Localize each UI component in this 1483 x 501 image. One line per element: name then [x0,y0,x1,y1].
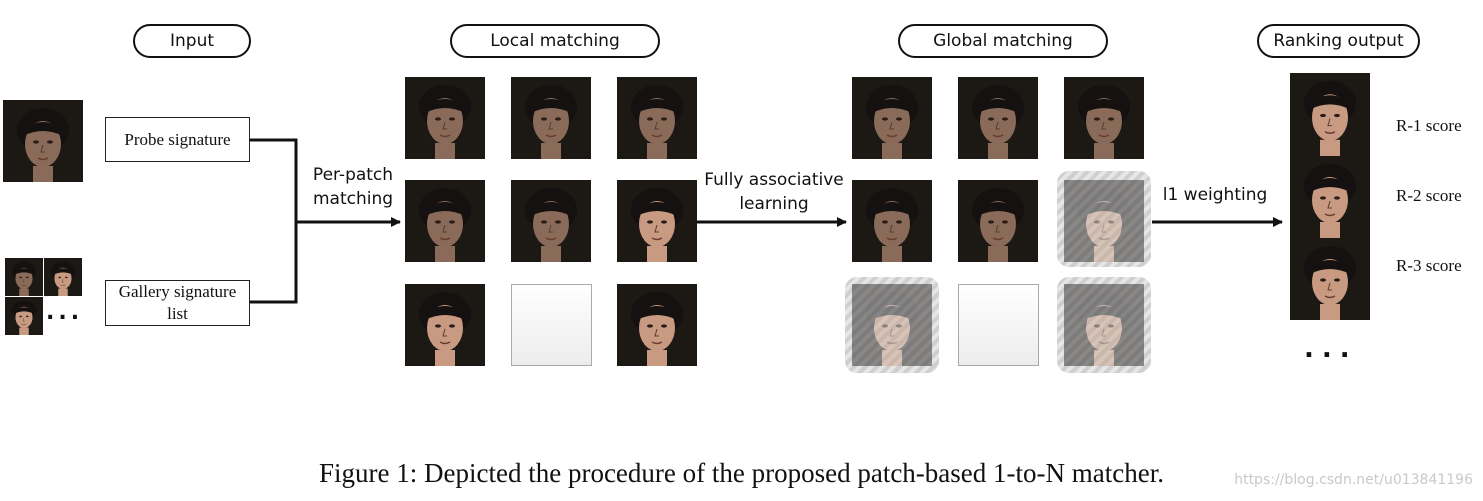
global-patch-3-1-suppressed [845,277,939,373]
global-patch-2-3-faded [1064,180,1144,262]
per-patch-label-1: Per-patch [312,165,394,185]
l1-weighting-label: l1 weighting [1156,183,1274,207]
probe-signature-label: Probe signature [124,129,231,149]
local-patch-1-2 [511,77,591,159]
global-patch-2-2 [958,180,1038,262]
face-dark-icon [3,100,83,182]
global-patch-3-3-faded [1064,284,1144,366]
face-faded-icon [852,284,932,366]
local-patch-3-3 [617,284,697,366]
local-patch-2-3 [617,180,697,262]
fully-label-1: Fully associative [704,170,844,190]
global-patch-3-1-faded [852,284,932,366]
header-ranking-output: Ranking output [1257,24,1420,58]
local-patch-2-2 [511,180,591,262]
face-dark-icon [405,180,485,262]
global-patch-1-1 [852,77,932,159]
local-patch-1-1 [405,77,485,159]
weighting-label-text: l1 weighting [1162,185,1268,205]
probe-signature-box: Probe signature [105,117,250,162]
global-patch-1-3 [1064,77,1144,159]
rank-1-score: R-1 score [1396,116,1462,135]
global-patch-2-3-suppressed [1057,171,1151,267]
gallery-signature-label-1: Gallery signature [118,282,237,301]
rank-3-score: R-3 score [1396,256,1462,275]
header-global-matching: Global matching [898,24,1108,58]
per-patch-matching-label: Per-patch matching [300,163,406,211]
gallery-face-image-1 [5,258,43,296]
header-local-label: Local matching [490,31,620,51]
face-dark-icon [852,180,932,262]
face-light-icon [617,284,697,366]
ranking-ellipsis: ... [1304,334,1358,364]
local-patch-1-3 [617,77,697,159]
face-light-icon [1290,73,1370,156]
face-dark-icon [511,180,591,262]
face-light-icon [405,284,485,366]
face-dark-icon [511,77,591,159]
probe-face-image [3,100,83,182]
global-patch-1-2 [958,77,1038,159]
global-patch-3-2-empty [958,284,1039,366]
face-dark-icon [5,258,43,296]
figure-caption: Figure 1: Depicted the procedure of the … [319,458,1164,488]
merge-bracket [250,138,401,304]
gallery-face-image-2 [44,258,82,296]
global-patch-3-3-suppressed [1057,277,1151,373]
face-dark-icon [405,77,485,159]
rank-3-face [1290,238,1370,320]
gallery-ellipsis: ... [46,300,84,325]
face-light-icon [44,258,82,296]
local-patch-2-1 [405,180,485,262]
gallery-signature-label-2: list [167,304,188,323]
fully-associative-label: Fully associative learning [698,168,850,216]
face-dark-icon [1064,77,1144,159]
gallery-signature-box: Gallery signature list [105,280,250,326]
header-global-label: Global matching [933,31,1073,51]
header-ranking-label: Ranking output [1273,31,1404,51]
face-faded-icon [1064,180,1144,262]
face-light-icon [1290,238,1370,320]
watermark: https://blog.csdn.net/u013841196 [1234,472,1473,488]
rank-2-face [1290,156,1370,238]
local-patch-3-2-empty [511,284,592,366]
face-dark-icon [617,77,697,159]
per-patch-label-2: matching [312,189,394,209]
face-dark-icon [958,180,1038,262]
face-light-icon [617,180,697,262]
face-dark-icon [852,77,932,159]
rank-1-face [1290,73,1370,156]
fully-label-2: learning [739,194,809,214]
face-light-icon [1290,156,1370,238]
rank-2-score: R-2 score [1396,186,1462,205]
face-faded-icon [1064,284,1144,366]
face-dark-icon [958,77,1038,159]
header-input-label: Input [169,31,215,51]
local-patch-3-1 [405,284,485,366]
header-local-matching: Local matching [450,24,660,58]
header-input: Input [133,24,251,58]
global-patch-2-1 [852,180,932,262]
face-light-icon [5,297,43,335]
gallery-face-image-3 [5,297,43,335]
